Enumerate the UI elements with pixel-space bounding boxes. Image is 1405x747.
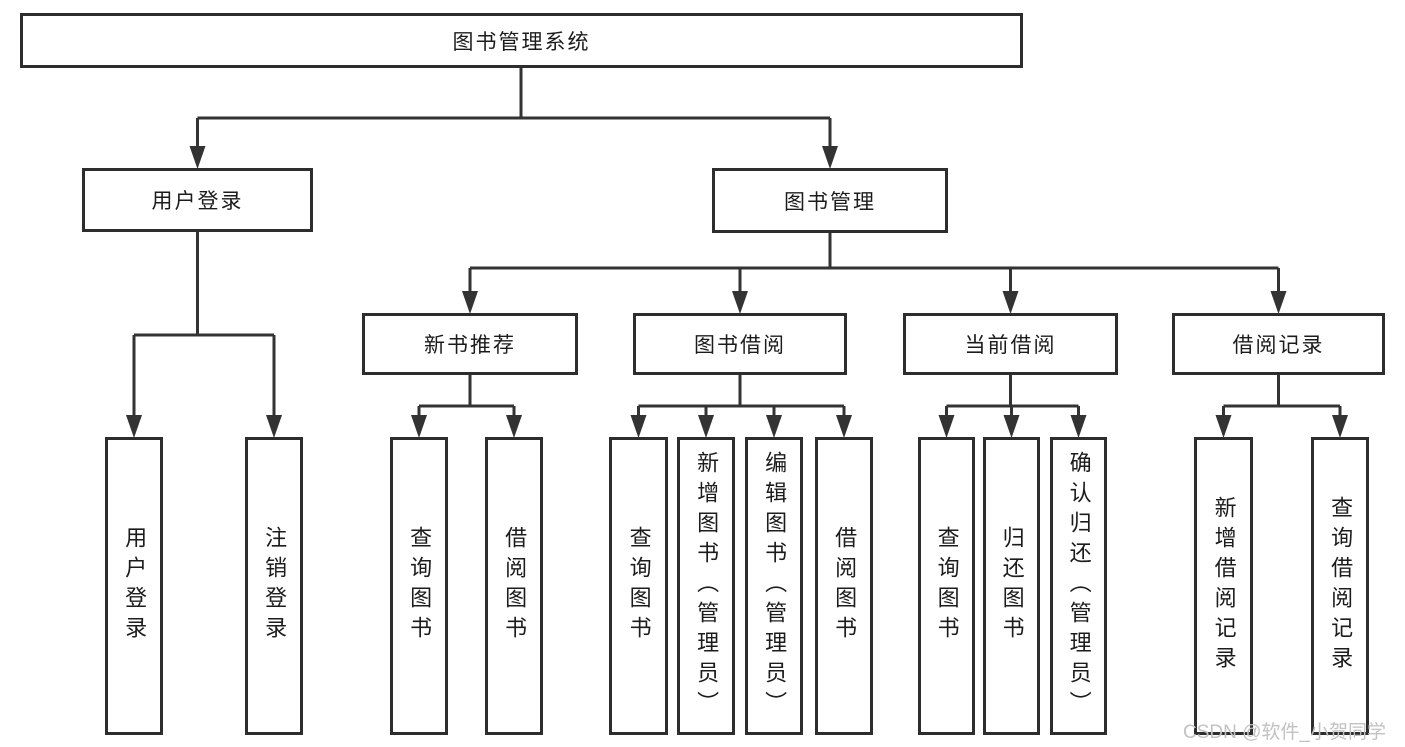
node-root-system: 图书管理系统 xyxy=(20,13,1023,68)
leaf-return-books: 归还图书 xyxy=(983,437,1040,735)
node-label: 借阅记录 xyxy=(1232,334,1325,357)
node-label: 新增借阅记录 xyxy=(1211,496,1237,676)
node-borrowing-records: 借阅记录 xyxy=(1172,313,1385,375)
node-label: 用户登录 xyxy=(151,190,244,213)
node-label: 借阅图书 xyxy=(502,526,528,646)
node-current-borrowing: 当前借阅 xyxy=(903,313,1118,375)
node-label: 新增图书（管理员） xyxy=(694,451,720,721)
node-book-borrowing: 图书借阅 xyxy=(633,313,847,375)
leaf-borrow-books-2: 借阅图书 xyxy=(815,437,873,735)
node-label: 查询借阅记录 xyxy=(1328,496,1354,676)
node-book-management-branch: 图书管理 xyxy=(712,168,948,233)
node-label: 编辑图书（管理员） xyxy=(762,451,788,721)
node-user-login-branch: 用户登录 xyxy=(82,168,313,232)
node-label: 新书推荐 xyxy=(424,334,516,357)
leaf-query-books-3: 查询图书 xyxy=(918,437,975,735)
node-label: 借阅图书 xyxy=(832,526,858,646)
node-label: 归还图书 xyxy=(999,526,1025,646)
node-label: 图书管理系统 xyxy=(452,30,591,54)
leaf-query-books-2: 查询图书 xyxy=(609,437,668,735)
leaf-confirm-return-admin: 确认归还（管理员） xyxy=(1050,437,1107,735)
node-label: 当前借阅 xyxy=(964,334,1057,357)
node-label: 图书借阅 xyxy=(694,334,786,357)
leaf-user-login: 用户登录 xyxy=(105,437,163,735)
node-label: 图书管理 xyxy=(784,190,876,214)
leaf-add-books-admin: 新增图书（管理员） xyxy=(677,437,735,735)
node-label: 查询图书 xyxy=(626,526,652,646)
leaf-query-borrow-record: 查询借阅记录 xyxy=(1311,437,1369,735)
node-label: 用户登录 xyxy=(122,526,148,646)
node-label: 查询图书 xyxy=(934,526,960,646)
leaf-logout: 注销登录 xyxy=(245,437,303,735)
leaf-query-books-1: 查询图书 xyxy=(390,437,448,735)
node-new-book-recommend: 新书推荐 xyxy=(362,313,578,375)
csdn-watermark: CSDN @软件_小贺同学 xyxy=(1183,722,1386,743)
leaf-edit-books-admin: 编辑图书（管理员） xyxy=(745,437,803,735)
node-label: 注销登录 xyxy=(262,526,288,646)
node-label: 查询图书 xyxy=(407,526,433,646)
leaf-borrow-books-1: 借阅图书 xyxy=(485,437,543,735)
leaf-add-borrow-record: 新增借阅记录 xyxy=(1194,437,1253,735)
node-label: 确认归还（管理员） xyxy=(1066,451,1092,721)
